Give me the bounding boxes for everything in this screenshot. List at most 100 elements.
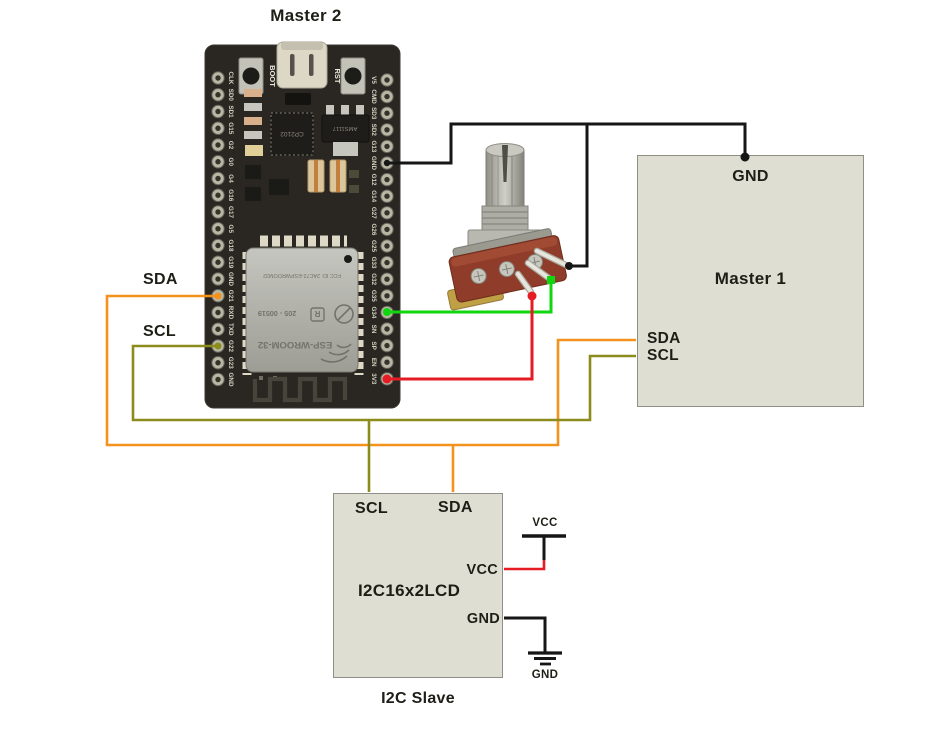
esp32-pin-label: SN xyxy=(370,325,377,334)
cp2102-chip: CP2102 xyxy=(270,112,314,156)
esp32-pin-label: GND xyxy=(370,156,377,170)
master1-scl-label: SCL xyxy=(647,347,679,364)
boot-button-label: BOOT xyxy=(268,65,277,87)
shield-fcc-text: FCC ID: 2AC72-ESPWROOM32 xyxy=(263,272,341,278)
pot-shaft-slot xyxy=(502,145,508,182)
esp32-pin-hole xyxy=(384,176,390,183)
shield-dot xyxy=(344,255,352,263)
shield-model-text: ESP-WROOM-32 xyxy=(258,339,332,350)
esp32-pin-hole xyxy=(384,259,390,266)
esp32-pin-hole xyxy=(384,210,390,216)
i2c-gnd-label: GND xyxy=(466,611,500,627)
esp32-pin-hole xyxy=(384,359,390,365)
esp32-pin-label: G14 xyxy=(370,190,377,202)
esp32-pin-hole xyxy=(215,92,221,98)
esp32-pin-label: G2 xyxy=(227,141,234,150)
esp32-pin-hole xyxy=(215,226,221,232)
esp32-pin-label: SD2 xyxy=(370,124,377,137)
esp32-pin-label: G15 xyxy=(227,122,234,134)
sda-wire-label: SDA xyxy=(143,271,178,288)
esp32-pin-label: 3V3 xyxy=(370,373,377,385)
boot-button: BOOT xyxy=(238,57,277,95)
master1-box: GND Master 1 SDA SCL xyxy=(637,155,864,407)
esp32-pin-hole xyxy=(384,326,390,332)
esp32-pin-label: G18 xyxy=(227,240,234,252)
esp32-pin-hole xyxy=(384,77,390,83)
rst-button: RST xyxy=(333,57,366,95)
esp32-pin-label: G33 xyxy=(370,257,377,269)
esp32-pin-hole xyxy=(215,242,221,249)
esp32-pin-label: G26 xyxy=(370,223,377,235)
esp32-pin-label: CMD xyxy=(370,89,377,104)
wifi-logo-icon xyxy=(320,343,352,363)
esp32-pin-label: G35 xyxy=(370,290,377,302)
esp32-pin-hole xyxy=(215,159,221,165)
wire-3v3-red xyxy=(387,296,534,381)
esp32-pin-label: G22 xyxy=(227,340,234,352)
esp32-pin-hole xyxy=(215,125,221,131)
esp32-pin-label: G0 xyxy=(227,158,234,167)
scl-wire-label: SCL xyxy=(143,323,176,340)
esp32-pin-label: G17 xyxy=(227,206,234,218)
pot-pin-gnd-dot xyxy=(565,262,573,270)
esp32-pin-label: G32 xyxy=(370,273,377,285)
esp32-pin-label: G25 xyxy=(370,240,377,252)
cp2102-chip-label: CP2102 xyxy=(280,130,304,137)
esp32-pin-hole xyxy=(384,243,390,249)
wire-signal-green xyxy=(387,280,553,314)
esp32-pin-label: G34 xyxy=(370,306,377,318)
wire-gnd-net xyxy=(387,122,747,268)
esp32-pin-label: G5 xyxy=(227,225,234,234)
r-mark-letter: R xyxy=(314,309,320,318)
esp32-pin-hole xyxy=(215,142,221,148)
i2c-slave-box: SCL SDA I2C16x2LCD VCC GND xyxy=(333,493,503,678)
esp32-pin-label: G19 xyxy=(227,256,234,268)
esp32-pin-hole xyxy=(384,193,390,199)
esp32-pin-hole xyxy=(215,259,221,265)
esp32-pin-label: G27 xyxy=(370,207,377,219)
esp32-pin-hole xyxy=(384,276,390,282)
esp32-pin-label: TXD xyxy=(227,323,234,336)
esp32-pin-label: SD1 xyxy=(227,105,234,118)
esp32-pin-hole xyxy=(384,143,390,150)
esp32-pin-hole xyxy=(215,192,221,198)
esp32-pin-hole xyxy=(215,175,221,182)
ams1117-regulator: AMS1117 xyxy=(321,105,370,156)
esp32-pin-label: G23 xyxy=(227,357,234,369)
esp32-pin-hole xyxy=(384,293,390,299)
esp32-pin-label: SP xyxy=(370,341,377,349)
esp32-pin-label: SD0 xyxy=(227,89,234,102)
esp32-pin-hole xyxy=(215,108,221,115)
pcb-antenna xyxy=(252,376,348,403)
potentiometer xyxy=(447,143,570,311)
vcc-symbol-label: VCC xyxy=(532,517,558,529)
connection-dots xyxy=(214,152,750,384)
i2c-lcd-title: I2C16x2LCD xyxy=(358,581,461,600)
rst-button-label: RST xyxy=(333,69,342,84)
esp32-pin-hole xyxy=(384,342,390,349)
master1-sda-label: SDA xyxy=(647,330,681,347)
esp32-board: BOOT RST xyxy=(204,41,401,409)
pot-shaft xyxy=(485,143,525,211)
esp32-pin-label: G16 xyxy=(227,189,234,201)
esp32-pin-hole xyxy=(384,127,390,133)
gnd-symbol xyxy=(504,616,562,666)
esp32-pin-label: SD3 xyxy=(370,107,377,120)
pot-pins xyxy=(514,247,570,296)
pot-pin-vcc-dot xyxy=(527,291,537,301)
esp32-pin-hole xyxy=(215,309,221,316)
esp32-pin-label: G4 xyxy=(227,174,234,183)
wire-scl-net xyxy=(131,344,636,492)
cert-logo-icon xyxy=(334,304,354,324)
passive-components xyxy=(244,89,359,201)
esp32-pin-label: G13 xyxy=(370,140,377,152)
i2c-scl-label: SCL xyxy=(355,500,388,517)
wire-sda-net xyxy=(105,294,636,492)
i2c-slave-caption: I2C Slave xyxy=(381,690,455,707)
esp32-pin-hole xyxy=(215,360,221,366)
esp32-pin-hole xyxy=(215,276,221,282)
esp32-pin-hole xyxy=(215,75,221,81)
shield-serial-text: 205 - 00519 xyxy=(258,309,296,318)
